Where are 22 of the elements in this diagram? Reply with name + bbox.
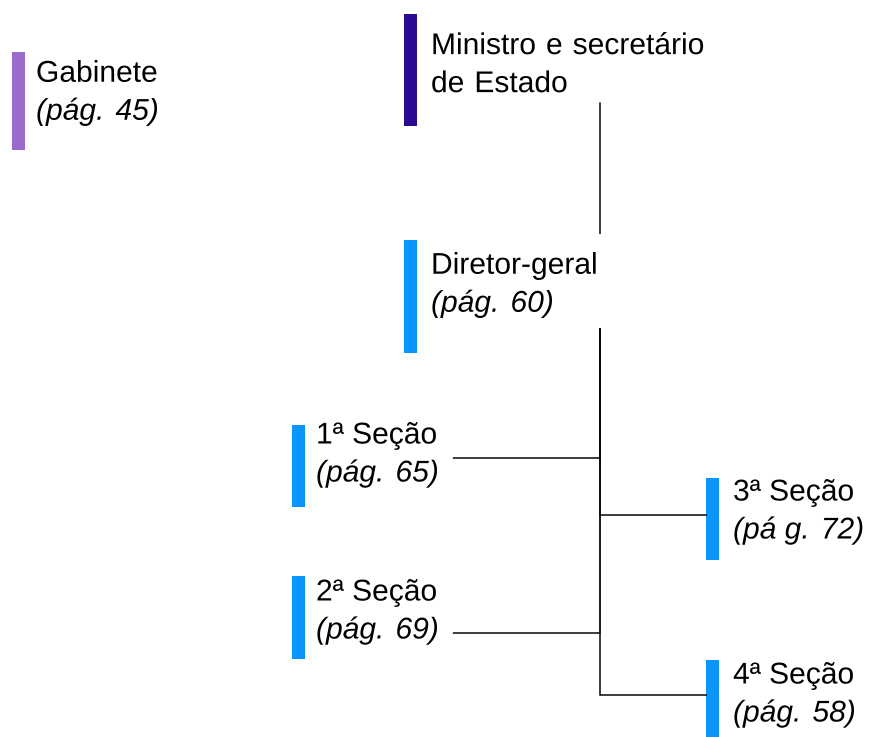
connector-line [599,102,601,234]
node-label: (pág. 69) [317,616,438,645]
node-label: (pá g. 72) [734,516,862,545]
org-chart-box: 4ª Seção (pág. 58) [706,660,854,737]
org-chart-box: 3ª Seção (pá g. 72) [706,478,862,560]
org-chart-box: Gabinete (pág. 45) [12,52,158,150]
node-label: 4ª Seção [734,662,853,690]
org-chart-box: Diretor-geral (pág. 60) [404,240,596,353]
org-chart-box: Ministro e secretário de Estado [404,14,704,126]
node-label: (pág. 58) [734,699,854,728]
node-label: Diretor-geral [433,252,596,280]
org-chart-box: 1ª Seção (pág. 65) [292,422,438,507]
node-label: 1ª Seção [318,422,436,450]
node-label: (pág. 45) [37,98,158,126]
node-label: 3ª Seção [734,478,853,507]
node-label: Gabinete [38,60,156,82]
node-label: (pág. 60) [432,290,552,318]
connector-line [599,328,707,696]
node-label: (pág. 65) [317,459,438,488]
org-chart-box: 2ª Seção (pág. 69) [292,576,438,659]
node-label: Ministro e secretário de Estado [432,32,704,92]
node-label: 2ª Seção [318,578,436,607]
